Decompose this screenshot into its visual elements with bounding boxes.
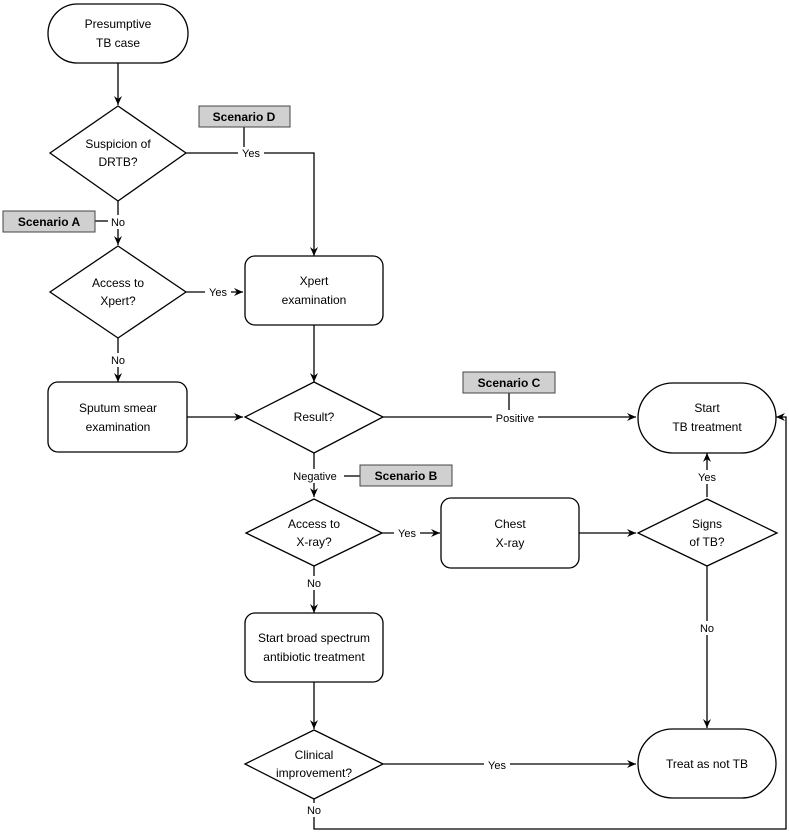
node-label: X-ray [496,536,525,550]
node-label: Signs [692,517,722,531]
scenario-a-badge: Scenario A [2,210,108,233]
decision-access-to-xray: Access to X-ray? [244,498,384,567]
svg-text:Scenario A: Scenario A [18,215,81,229]
node-label: Clinical [295,748,334,762]
node-label: Sputum smear [79,401,157,415]
svg-text:Negative: Negative [293,471,336,483]
edge-label-clinical-yes: Yes [484,758,510,772]
node-label: antibiotic treatment [263,650,365,664]
svg-text:Yes: Yes [398,528,416,540]
svg-text:Scenario D: Scenario D [213,110,276,124]
process-chest-xray: Chest X-ray [440,497,580,569]
node-label: Treat as not TB [666,757,748,771]
scenario-d-badge: Scenario D [198,105,291,147]
node-label: TB treatment [672,420,742,434]
node-presumptive-tb-case: Presumptive TB case [47,3,189,64]
edge-label-clinical-no: No [305,803,323,817]
process-xpert-examination: Xpert examination [244,255,384,326]
terminal-start-tb-treatment: Start TB treatment [637,382,777,454]
scenario-c-badge: Scenario C [462,371,556,410]
node-label: Suspicion of [85,137,151,151]
edge-label-xpert-no: No [109,353,127,367]
node-label: examination [86,420,151,434]
edge-label-xray-no: No [305,576,323,590]
process-broad-spectrum-antibiotic: Start broad spectrum antibiotic treatmen… [244,612,384,683]
node-label: Result? [294,410,335,424]
node-label: Xpert? [100,294,136,308]
edge-label-suspicion-yes: Yes [238,146,264,160]
edge-label-suspicion-no: No [109,215,127,229]
svg-text:Yes: Yes [698,472,716,484]
svg-text:Scenario C: Scenario C [478,376,541,390]
node-label: Access to [92,276,144,290]
svg-text:No: No [700,623,714,635]
svg-text:Yes: Yes [488,760,506,772]
node-label: Start [694,401,720,415]
svg-text:No: No [111,355,125,367]
node-label: TB case [96,36,140,50]
decision-suspicion-of-drtb: Suspicion of DRTB? [48,105,188,202]
decision-clinical-improvement: Clinical improvement? [243,729,385,800]
svg-text:No: No [111,217,125,229]
svg-text:Yes: Yes [242,148,260,160]
edge-label-xray-yes: Yes [394,526,420,540]
process-sputum-smear-examination: Sputum smear examination [47,381,188,453]
edge-label-xpert-yes: Yes [205,285,231,299]
scenario-b-badge: Scenario B [344,464,453,487]
svg-text:No: No [307,805,321,817]
node-label: Chest [494,517,526,531]
terminal-treat-as-not-tb: Treat as not TB [637,728,777,799]
node-label: Presumptive [85,17,152,31]
svg-text:Positive: Positive [496,413,535,425]
edge-label-result-negative: Negative [289,469,341,483]
node-label: DRTB? [98,155,137,169]
edge-clinical-no [313,413,787,830]
decision-result: Result? [243,381,385,454]
svg-text:No: No [307,578,321,590]
decision-access-to-xpert: Access to Xpert? [48,245,188,339]
node-label: Xpert [300,274,329,288]
edge-suspicion-yes [186,152,318,256]
decision-signs-of-tb: Signs of TB? [636,498,779,567]
edge-label-signs-yes: Yes [694,470,720,484]
edge-label-signs-no: No [698,621,716,635]
node-label: Access to [288,517,340,531]
node-label: X-ray? [296,535,332,549]
node-label: examination [282,293,347,307]
node-label: improvement? [276,766,352,780]
node-label: Start broad spectrum [258,631,370,645]
svg-text:Scenario B: Scenario B [375,469,438,483]
edge-label-result-positive: Positive [492,411,538,425]
node-label: of TB? [689,535,724,549]
svg-text:Yes: Yes [209,287,227,299]
